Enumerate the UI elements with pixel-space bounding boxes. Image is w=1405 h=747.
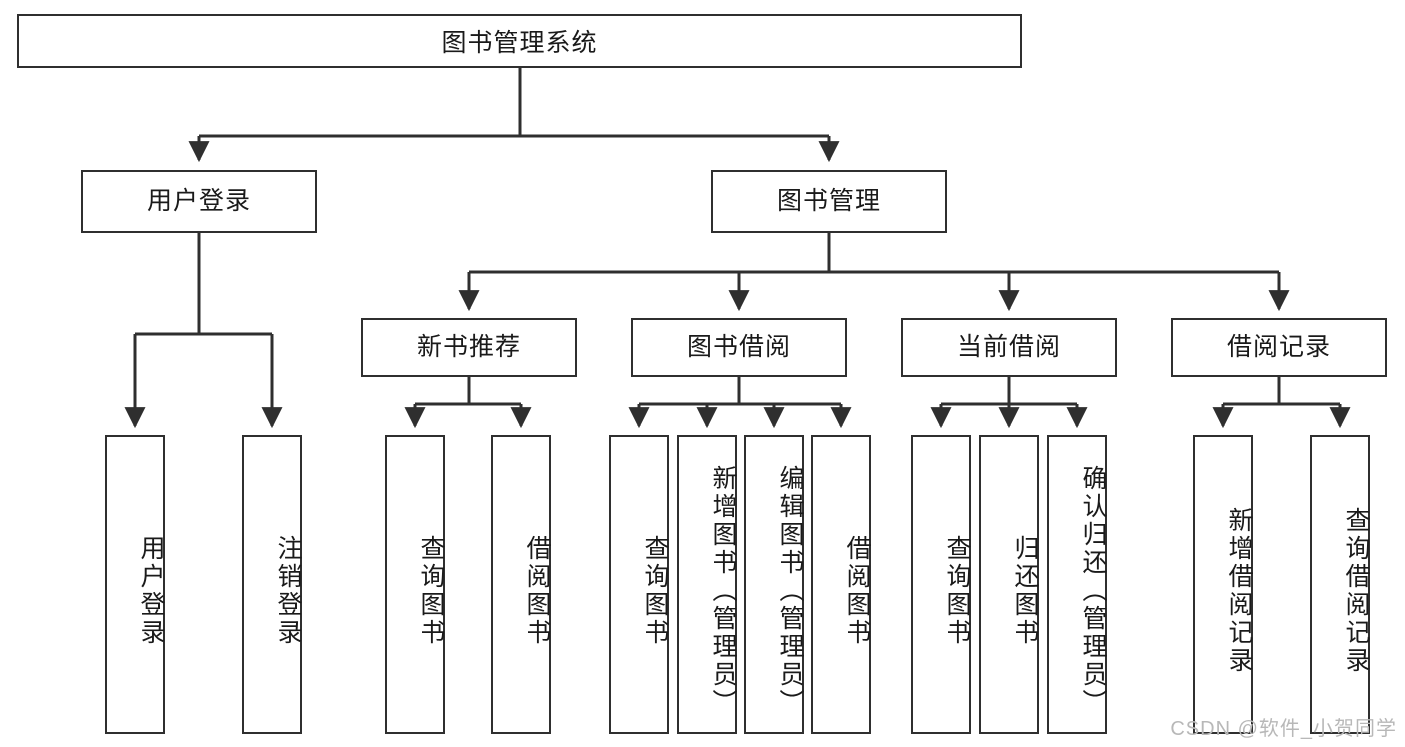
edge-group-current-borrow: [930, 377, 1088, 429]
node-leaf-add-record[interactable]: 新增借阅记录: [1193, 435, 1253, 734]
node-root[interactable]: 图书管理系统: [17, 14, 1022, 68]
node-book-borrow[interactable]: 图书借阅: [631, 318, 847, 377]
edge-group-book-borrow: [628, 377, 852, 429]
node-book-manage-label: 图书管理: [776, 186, 881, 215]
node-leaf-query-record-label: 查询借阅记录: [1342, 506, 1370, 675]
node-leaf-edit-book[interactable]: 编辑图书（管理员）: [744, 435, 804, 734]
node-current-borrow-label: 当前借阅: [956, 332, 1061, 361]
node-leaf-query-record[interactable]: 查询借阅记录: [1310, 435, 1370, 734]
node-leaf-return-book-label: 归还图书: [1011, 534, 1039, 647]
node-book-manage[interactable]: 图书管理: [711, 170, 947, 233]
node-leaf-user-login-label: 用户登录: [137, 534, 165, 647]
node-book-borrow-label: 图书借阅: [686, 332, 791, 361]
node-leaf-confirm-return[interactable]: 确认归还（管理员）: [1047, 435, 1107, 734]
node-leaf-query-book-3[interactable]: 查询图书: [911, 435, 971, 734]
node-leaf-return-book[interactable]: 归还图书: [979, 435, 1039, 734]
node-leaf-query-book-1-label: 查询图书: [417, 534, 445, 647]
node-leaf-query-book-2[interactable]: 查询图书: [609, 435, 669, 734]
edge-group-root: [188, 68, 840, 163]
node-leaf-user-login[interactable]: 用户登录: [105, 435, 165, 734]
node-leaf-logout-login-label: 注销登录: [274, 534, 302, 647]
node-leaf-query-book-1[interactable]: 查询图书: [385, 435, 445, 734]
node-borrow-record-label: 借阅记录: [1226, 332, 1331, 361]
edge-group-book-manage: [458, 233, 1290, 312]
node-leaf-confirm-return-label: 确认归还（管理员）: [1079, 464, 1107, 717]
edge-group-user-login: [124, 233, 283, 429]
node-user-login[interactable]: 用户登录: [81, 170, 317, 233]
node-leaf-borrow-book-2-label: 借阅图书: [843, 534, 871, 647]
node-leaf-borrow-book-1[interactable]: 借阅图书: [491, 435, 551, 734]
node-leaf-add-book[interactable]: 新增图书（管理员）: [677, 435, 737, 734]
node-leaf-edit-book-label: 编辑图书（管理员）: [776, 464, 804, 717]
node-leaf-borrow-book-2[interactable]: 借阅图书: [811, 435, 871, 734]
node-leaf-add-book-label: 新增图书（管理员）: [709, 464, 737, 717]
node-leaf-logout-login[interactable]: 注销登录: [242, 435, 302, 734]
node-borrow-record[interactable]: 借阅记录: [1171, 318, 1387, 377]
node-new-book-recommend-label: 新书推荐: [416, 332, 521, 361]
node-user-login-label: 用户登录: [146, 186, 251, 215]
edge-group-new-book-recommend: [404, 377, 532, 429]
node-root-label: 图书管理系统: [441, 29, 598, 57]
edge-group-borrow-record: [1212, 377, 1351, 429]
node-new-book-recommend[interactable]: 新书推荐: [361, 318, 577, 377]
node-leaf-borrow-book-1-label: 借阅图书: [523, 534, 551, 647]
node-leaf-add-record-label: 新增借阅记录: [1225, 506, 1253, 675]
node-current-borrow[interactable]: 当前借阅: [901, 318, 1117, 377]
node-leaf-query-book-3-label: 查询图书: [943, 534, 971, 647]
node-leaf-query-book-2-label: 查询图书: [641, 534, 669, 647]
